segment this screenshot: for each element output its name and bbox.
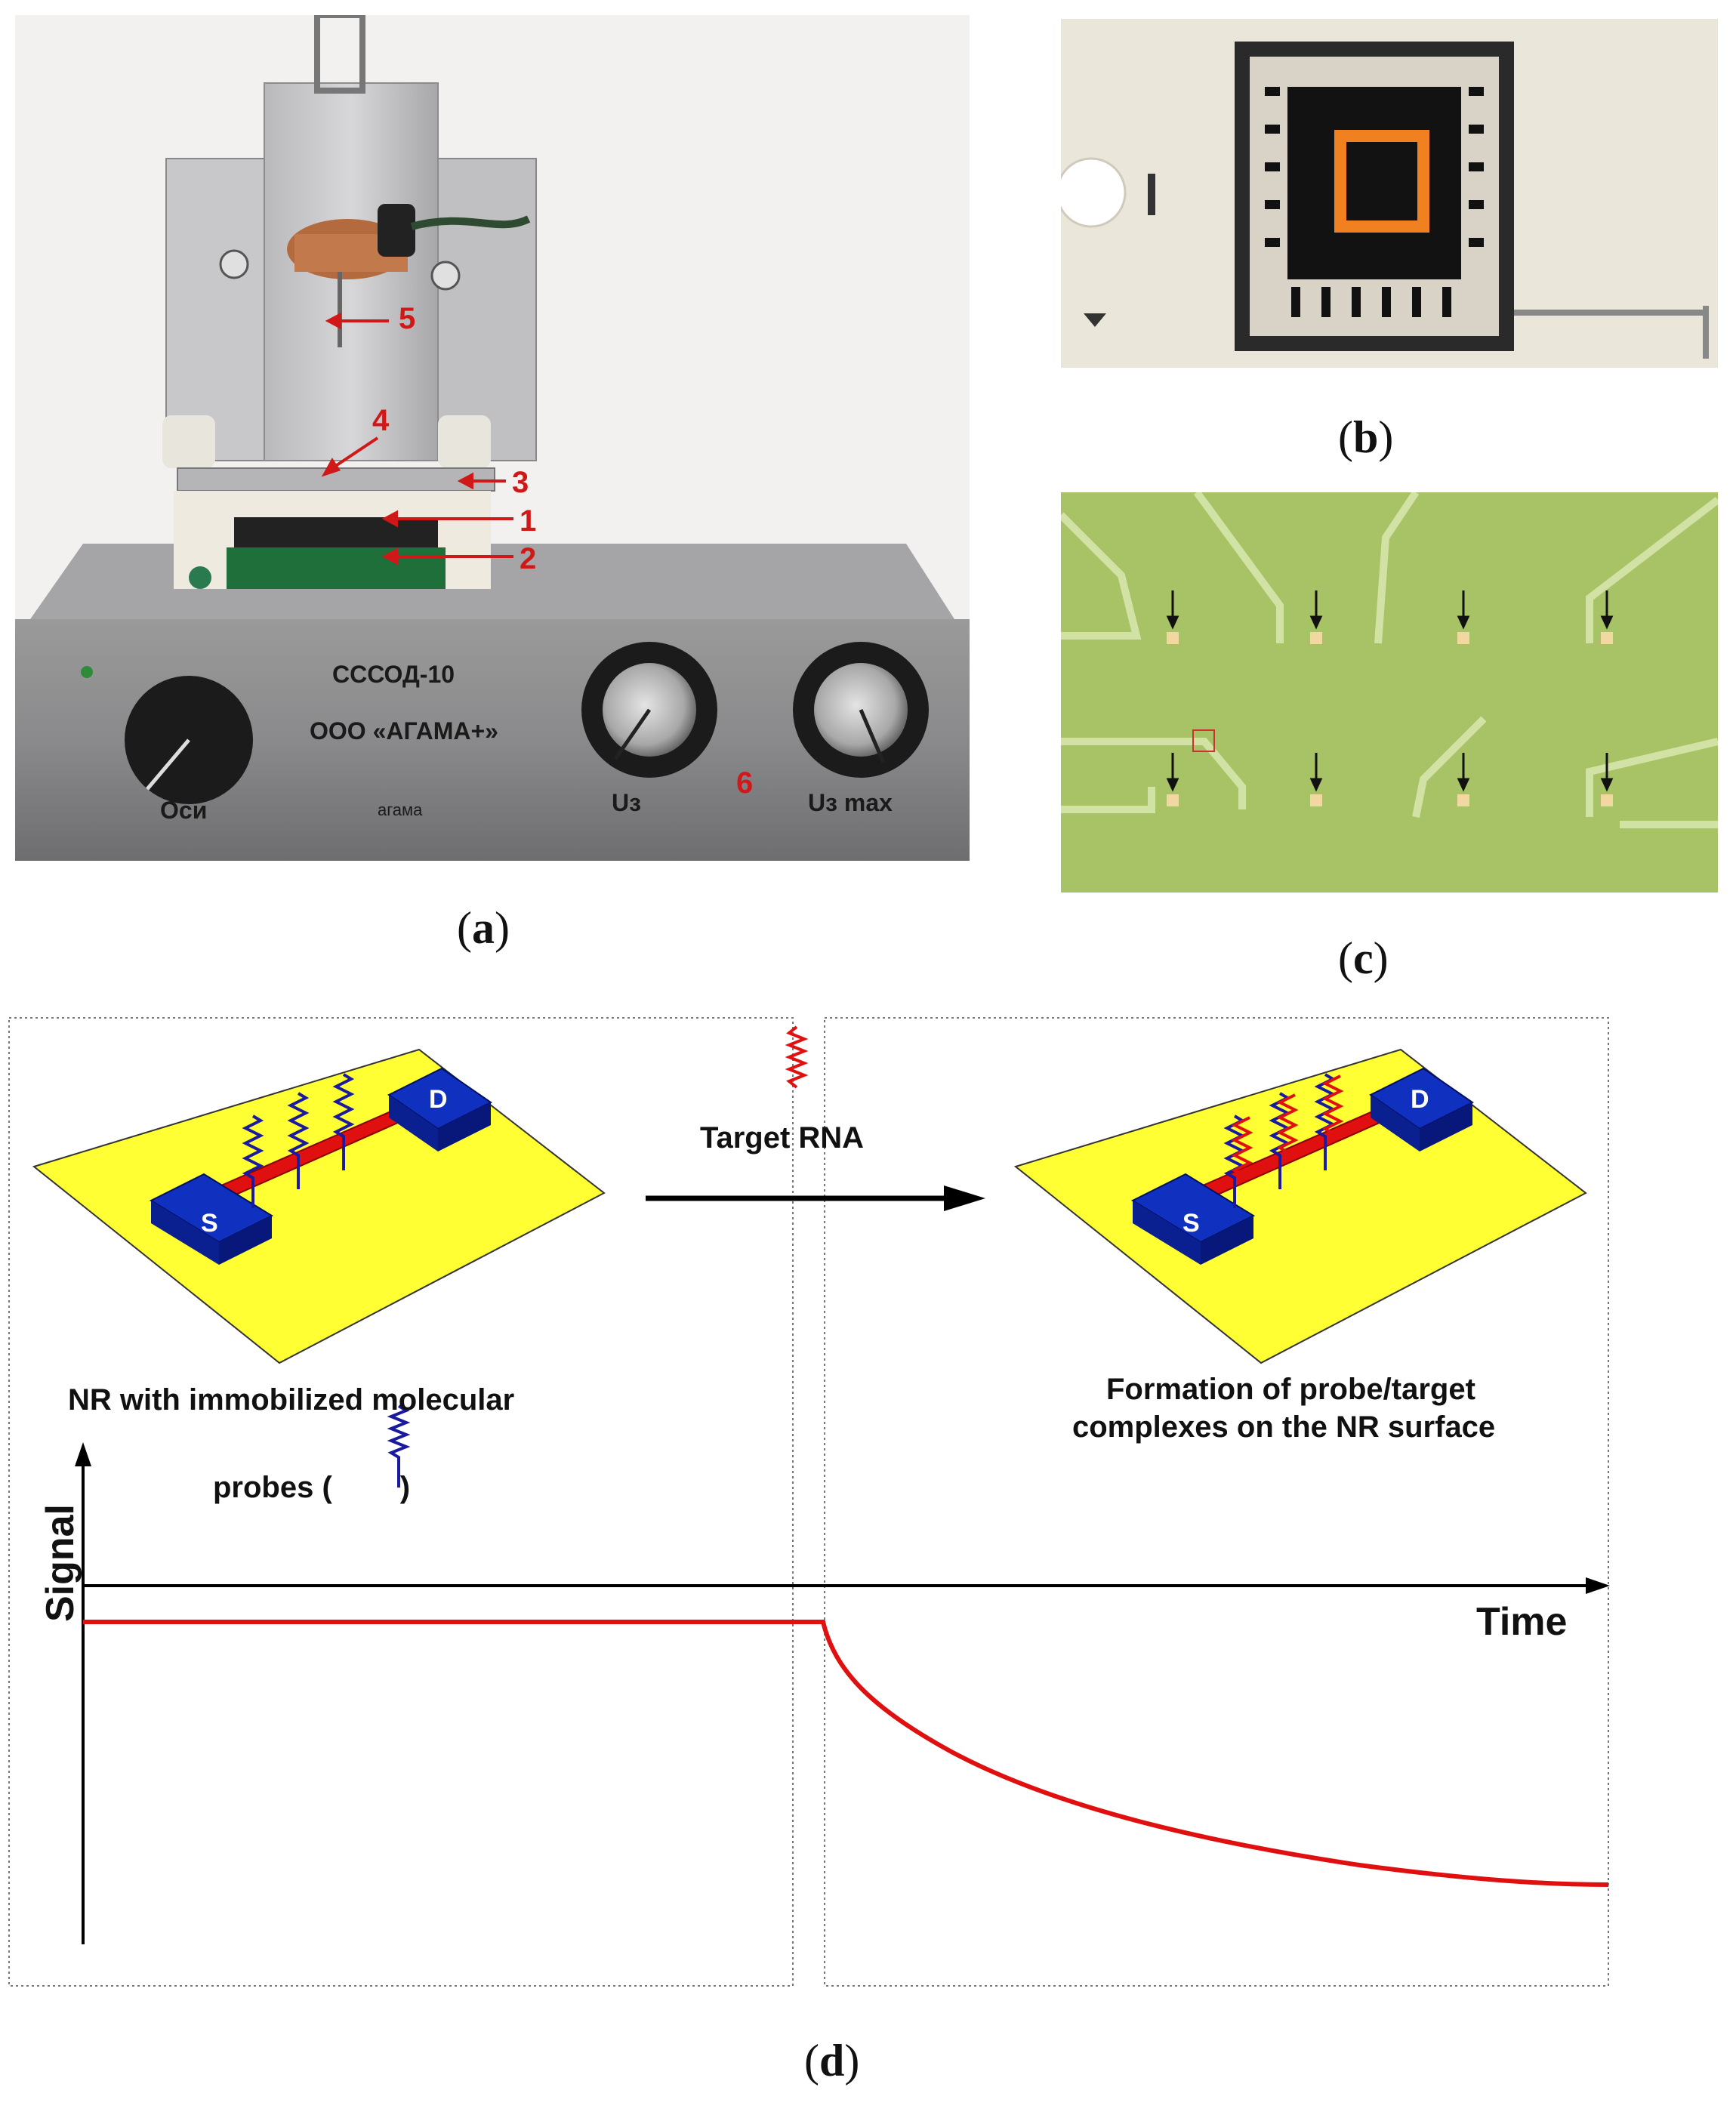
caption-b: (b) xyxy=(1338,412,1394,462)
company-name: ООО «АГАМА+» xyxy=(310,717,498,745)
source-label-left: S xyxy=(201,1209,218,1238)
target-rna-icon xyxy=(785,1025,809,1089)
callout-3: 3 xyxy=(512,466,529,499)
knob-label-axes: Оси xyxy=(160,797,208,824)
signal-curve xyxy=(83,1620,1609,1887)
logo-text: агама xyxy=(378,800,423,819)
photo-device xyxy=(15,15,970,861)
left-caption-probes: probes ( xyxy=(213,1471,332,1504)
callout-6: 6 xyxy=(736,766,754,800)
photo-chip xyxy=(1061,19,1718,368)
drain-label-right: D xyxy=(1411,1085,1429,1114)
right-caption-line2: complexes on the NR surface xyxy=(1072,1410,1496,1444)
caption-d-letter: d xyxy=(819,2036,845,2086)
caption-c-letter: c xyxy=(1352,933,1374,983)
device-after xyxy=(1013,1048,1587,1364)
source-label-right: S xyxy=(1183,1209,1200,1238)
caption-d: (d) xyxy=(804,2036,860,2086)
probe-legend-icon xyxy=(387,1404,411,1488)
y-axis-label: Signal xyxy=(39,1503,82,1623)
caption-a: (a) xyxy=(457,903,510,953)
frame-before xyxy=(8,1017,794,1987)
caption-a-letter: a xyxy=(471,903,495,953)
right-caption-line1: Formation of probe/target xyxy=(1106,1373,1475,1406)
reaction-arrow xyxy=(944,1185,985,1211)
device-before xyxy=(32,1048,606,1364)
target-rna-label: Target RNA xyxy=(700,1121,865,1155)
drain-label-left: D xyxy=(429,1085,448,1114)
frame-after xyxy=(824,1017,1609,1987)
knob-label-umax: Uз max xyxy=(808,789,893,816)
caption-c: (c) xyxy=(1338,933,1389,983)
caption-b-letter: b xyxy=(1352,412,1379,462)
callout-1: 1 xyxy=(520,504,537,538)
callout-5: 5 xyxy=(399,302,416,335)
photo-nanoribbons xyxy=(1061,492,1718,893)
left-caption-line1: NR with immobilized molecular xyxy=(68,1383,515,1417)
schematic-signal xyxy=(8,1017,1610,1987)
x-axis-label: Time xyxy=(1476,1600,1568,1644)
left-caption-close: ) xyxy=(399,1471,411,1504)
knob-label-u: Uз xyxy=(612,789,642,816)
left-caption-line2: probes () xyxy=(213,1471,410,1505)
callout-4: 4 xyxy=(372,404,390,437)
callout-2: 2 xyxy=(520,542,537,575)
device-name: СССОД-10 xyxy=(332,661,455,688)
